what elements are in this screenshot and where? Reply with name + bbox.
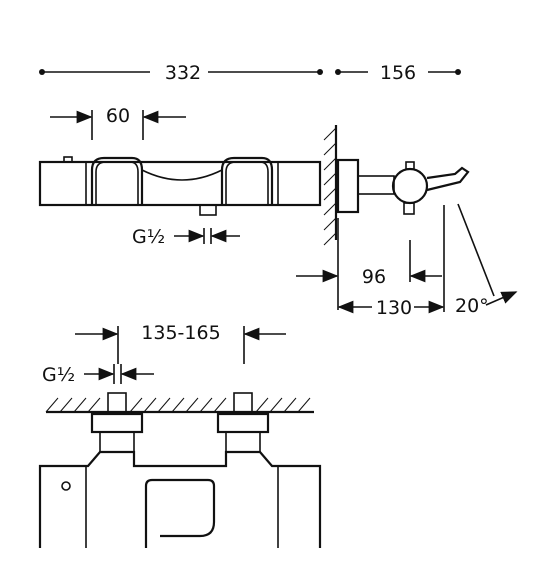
dimension-135-165-label: 135-165 [141, 322, 220, 344]
thread-dimension-top: G½ [132, 226, 240, 248]
front-view-body [38, 156, 322, 216]
dimension-60-label: 60 [106, 105, 130, 127]
thread-top-label: G½ [132, 226, 165, 248]
dimension-130: 130 [337, 205, 445, 319]
side-view-body [336, 158, 470, 215]
dimension-332-label: 332 [165, 62, 201, 84]
dimension-96-label: 96 [362, 266, 386, 288]
bottom-wall [45, 397, 314, 414]
dimension-130-label: 130 [376, 297, 412, 319]
angle-dimension: 20° [455, 203, 518, 317]
dimension-156: 156 [335, 62, 461, 84]
thread-bottom-label: G½ [42, 364, 75, 386]
angle-label: 20° [455, 295, 489, 317]
wall-section [323, 125, 338, 246]
dimension-135-165: 135-165 [75, 322, 286, 364]
dimension-332: 332 [39, 62, 323, 84]
dimension-60: 60 [50, 105, 186, 140]
bottom-view-body [38, 392, 322, 548]
dimension-96: 96 [296, 218, 442, 310]
thread-dimension-bottom: G½ [42, 364, 154, 386]
dimension-156-label: 156 [380, 62, 416, 84]
